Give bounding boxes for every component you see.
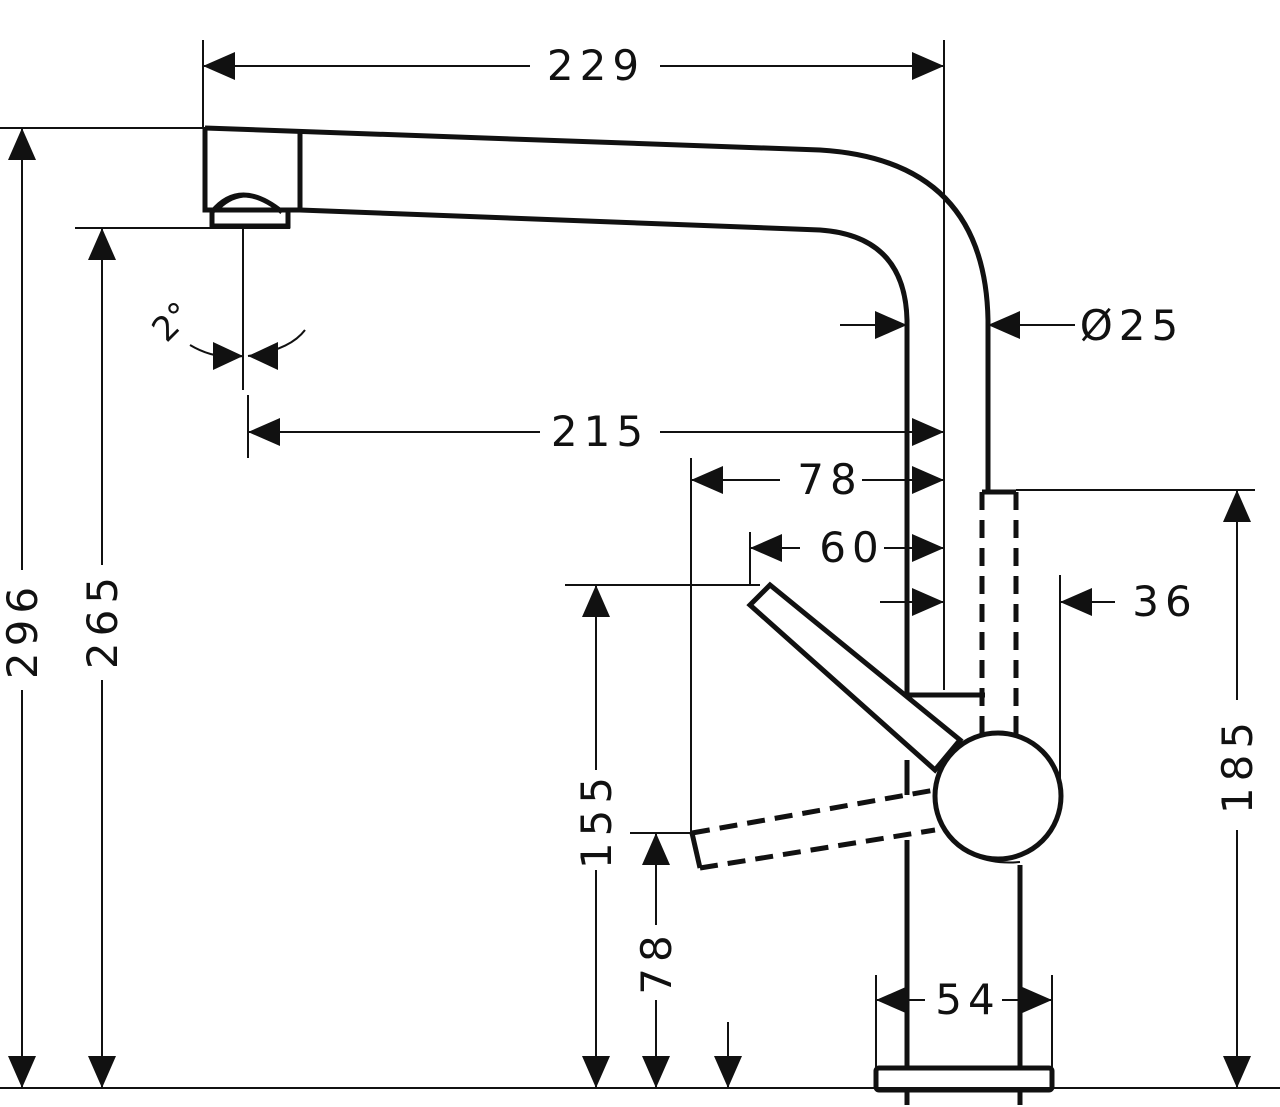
dim-60-label: 60 — [819, 523, 884, 572]
arrow-base-down — [714, 1056, 742, 1088]
arrow-185-top — [1223, 490, 1251, 522]
dim-lever-reach-label: 78 — [797, 455, 862, 504]
extension-lines — [0, 40, 1280, 1089]
arrow-185-bottom — [1223, 1056, 1251, 1088]
lever-lower-end — [689, 832, 703, 869]
arrow-36-right — [1060, 588, 1092, 616]
arrow-d25-right — [988, 311, 1020, 339]
arrow-215-left — [248, 418, 280, 446]
base-plate — [873, 1065, 1055, 1093]
arrow-215-right — [912, 418, 944, 446]
arrow-155-top — [582, 585, 610, 617]
arrow-78v-bottom — [642, 1056, 670, 1088]
arrow-155-bottom — [582, 1056, 610, 1088]
arrow-angle-left — [213, 342, 243, 370]
dim-lever-low-label: 78 — [632, 929, 681, 994]
arrow-d25-left — [875, 311, 907, 339]
spout-end-cap — [202, 128, 303, 213]
base-stub — [904, 1090, 1023, 1105]
arrow-229-right — [912, 52, 944, 80]
angle-arc — [189, 329, 306, 358]
dim-36-label: 36 — [1132, 577, 1197, 626]
dim-229-label: 229 — [547, 41, 645, 90]
arrow-78-right — [912, 466, 944, 494]
dim-215-label: 215 — [551, 407, 649, 456]
arrow-296-bottom — [8, 1056, 36, 1088]
dimension-labels: 229 215 78 60 36 Ø25 54 296 265 155 78 1… — [0, 41, 1262, 1024]
arrow-78v-top — [642, 833, 670, 865]
lever-lower — [691, 787, 936, 871]
dim-d25-label: Ø25 — [1080, 301, 1185, 350]
arrow-60-right — [912, 534, 944, 562]
arrow-296-top — [8, 128, 36, 160]
aerator-inner — [219, 195, 276, 209]
arrow-36-left — [912, 588, 944, 616]
arrow-78-left — [691, 466, 723, 494]
faucet-outline — [202, 125, 1064, 1105]
dim-angle-label: 2° — [144, 294, 200, 350]
dimension-lines — [8, 52, 1251, 1088]
handle-knob-shadow — [949, 837, 1021, 864]
dim-54-label: 54 — [935, 975, 1000, 1024]
lever-upper — [746, 581, 964, 774]
arrow-229-left — [203, 52, 235, 80]
arrow-60-left — [750, 534, 782, 562]
dim-296-label: 296 — [0, 581, 47, 679]
arrow-angle-right — [248, 342, 278, 370]
arrow-265-top — [88, 228, 116, 260]
arrow-54-left — [876, 986, 908, 1014]
arrow-54-right — [1020, 986, 1052, 1014]
dim-155-label: 155 — [572, 771, 621, 869]
handle-knob — [932, 730, 1064, 862]
dim-185-label: 185 — [1213, 716, 1262, 814]
spout-bottom-edge — [299, 207, 910, 695]
arrow-265-bottom — [88, 1056, 116, 1088]
dim-265-label: 265 — [78, 571, 127, 669]
